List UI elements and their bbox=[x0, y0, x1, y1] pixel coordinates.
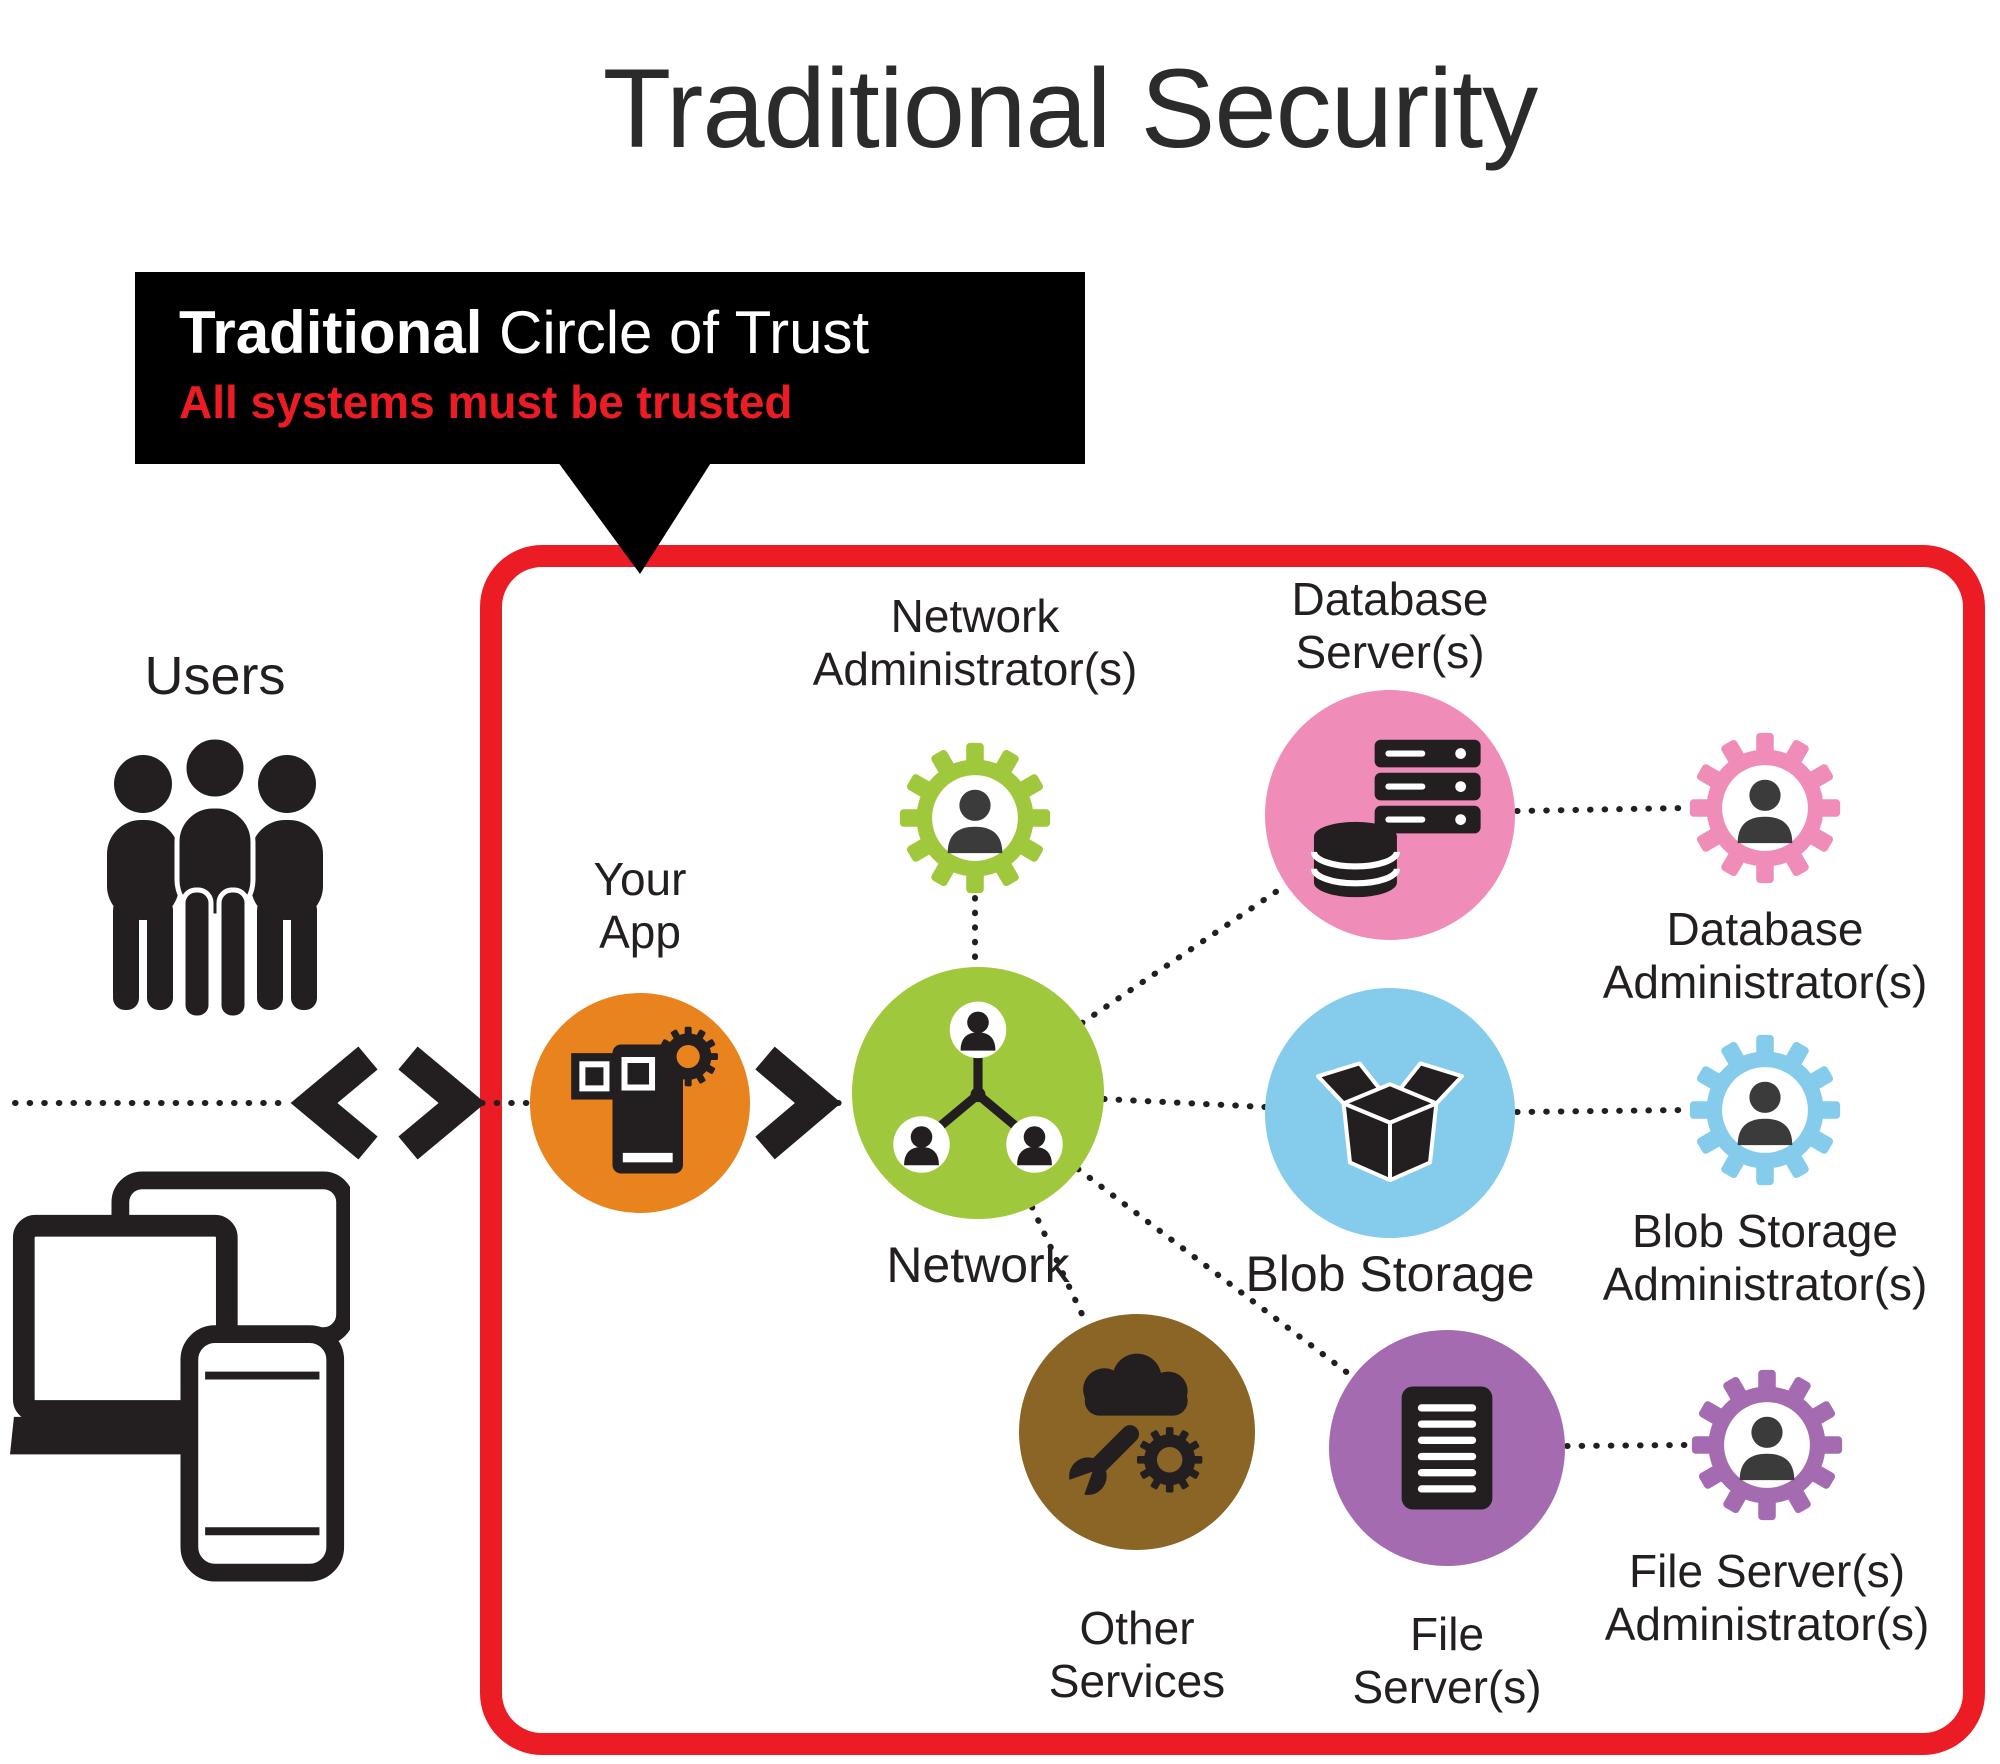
users-label: Users bbox=[144, 646, 286, 706]
title-box: Traditional Security bbox=[455, 8, 1685, 208]
document-lines-icon bbox=[1401, 1386, 1493, 1510]
network-admin-label: Network Administrator(s) bbox=[812, 590, 1138, 696]
network-person-left bbox=[893, 1116, 950, 1173]
cloud-tools-icon bbox=[1060, 1353, 1203, 1504]
other-services-node bbox=[1019, 1314, 1255, 1550]
your-app-label: Your App bbox=[593, 853, 687, 959]
network-label: Network bbox=[886, 1237, 1070, 1293]
database-admin-label: Database Administrator(s) bbox=[1602, 903, 1928, 1009]
network-admin-person-gear-icon bbox=[895, 738, 1055, 898]
left-chevron-icon bbox=[290, 1046, 378, 1160]
blob-admin-person-gear-icon bbox=[1685, 1030, 1845, 1190]
blob-storage-label: Blob Storage bbox=[1245, 1246, 1535, 1302]
cloud-icon bbox=[1083, 1353, 1188, 1416]
gear-icon bbox=[1136, 1427, 1203, 1493]
callout-heading: Traditional Circle of Trust bbox=[179, 298, 1045, 367]
database-cylinder-icon bbox=[1310, 821, 1400, 898]
gear-icon bbox=[658, 1026, 718, 1087]
open-box-icon bbox=[1316, 1061, 1464, 1183]
right-chevron-icon bbox=[398, 1046, 486, 1160]
database-server-rack-icon bbox=[1310, 739, 1481, 898]
database-server-node bbox=[1265, 690, 1515, 940]
your-app-node bbox=[530, 993, 750, 1213]
laptop-screen-icon bbox=[12, 1214, 238, 1422]
user-devices-icon bbox=[10, 1171, 350, 1582]
callout-heading-rest: Circle of Trust bbox=[499, 299, 870, 366]
database-admin-person-gear-icon bbox=[1685, 728, 1845, 888]
wrench-icon bbox=[1060, 1425, 1140, 1504]
person-right bbox=[251, 755, 323, 1010]
network-node bbox=[852, 967, 1104, 1219]
blob-admin-label: Blob Storage Administrator(s) bbox=[1602, 1205, 1928, 1311]
person-center bbox=[174, 738, 256, 1021]
phone-icon bbox=[180, 1325, 345, 1582]
file-server-node bbox=[1329, 1330, 1565, 1566]
blob-storage-node bbox=[1265, 988, 1515, 1238]
callout-subheading: All systems must be trusted bbox=[179, 376, 793, 428]
file-admin-label: File Server(s) Administrator(s) bbox=[1604, 1545, 1930, 1651]
network-person-right bbox=[1006, 1116, 1063, 1173]
person-left bbox=[107, 755, 179, 1010]
file-admin-person-gear-icon bbox=[1687, 1365, 1847, 1525]
other-services-label: Other Services bbox=[1048, 1602, 1226, 1708]
network-people-nodes-icon bbox=[893, 1001, 1063, 1173]
database-server-label: Database Server(s) bbox=[1291, 573, 1489, 679]
users-people-icon bbox=[107, 738, 323, 1021]
page-title: Traditional Security bbox=[602, 45, 1538, 171]
file-server-label: File Server(s) bbox=[1352, 1608, 1542, 1714]
app-windows-gear-icon bbox=[571, 1026, 718, 1174]
network-person-top bbox=[949, 1001, 1007, 1059]
callout: Traditional Circle of Trust All systems … bbox=[135, 272, 1085, 464]
callout-heading-bold: Traditional bbox=[179, 299, 483, 366]
